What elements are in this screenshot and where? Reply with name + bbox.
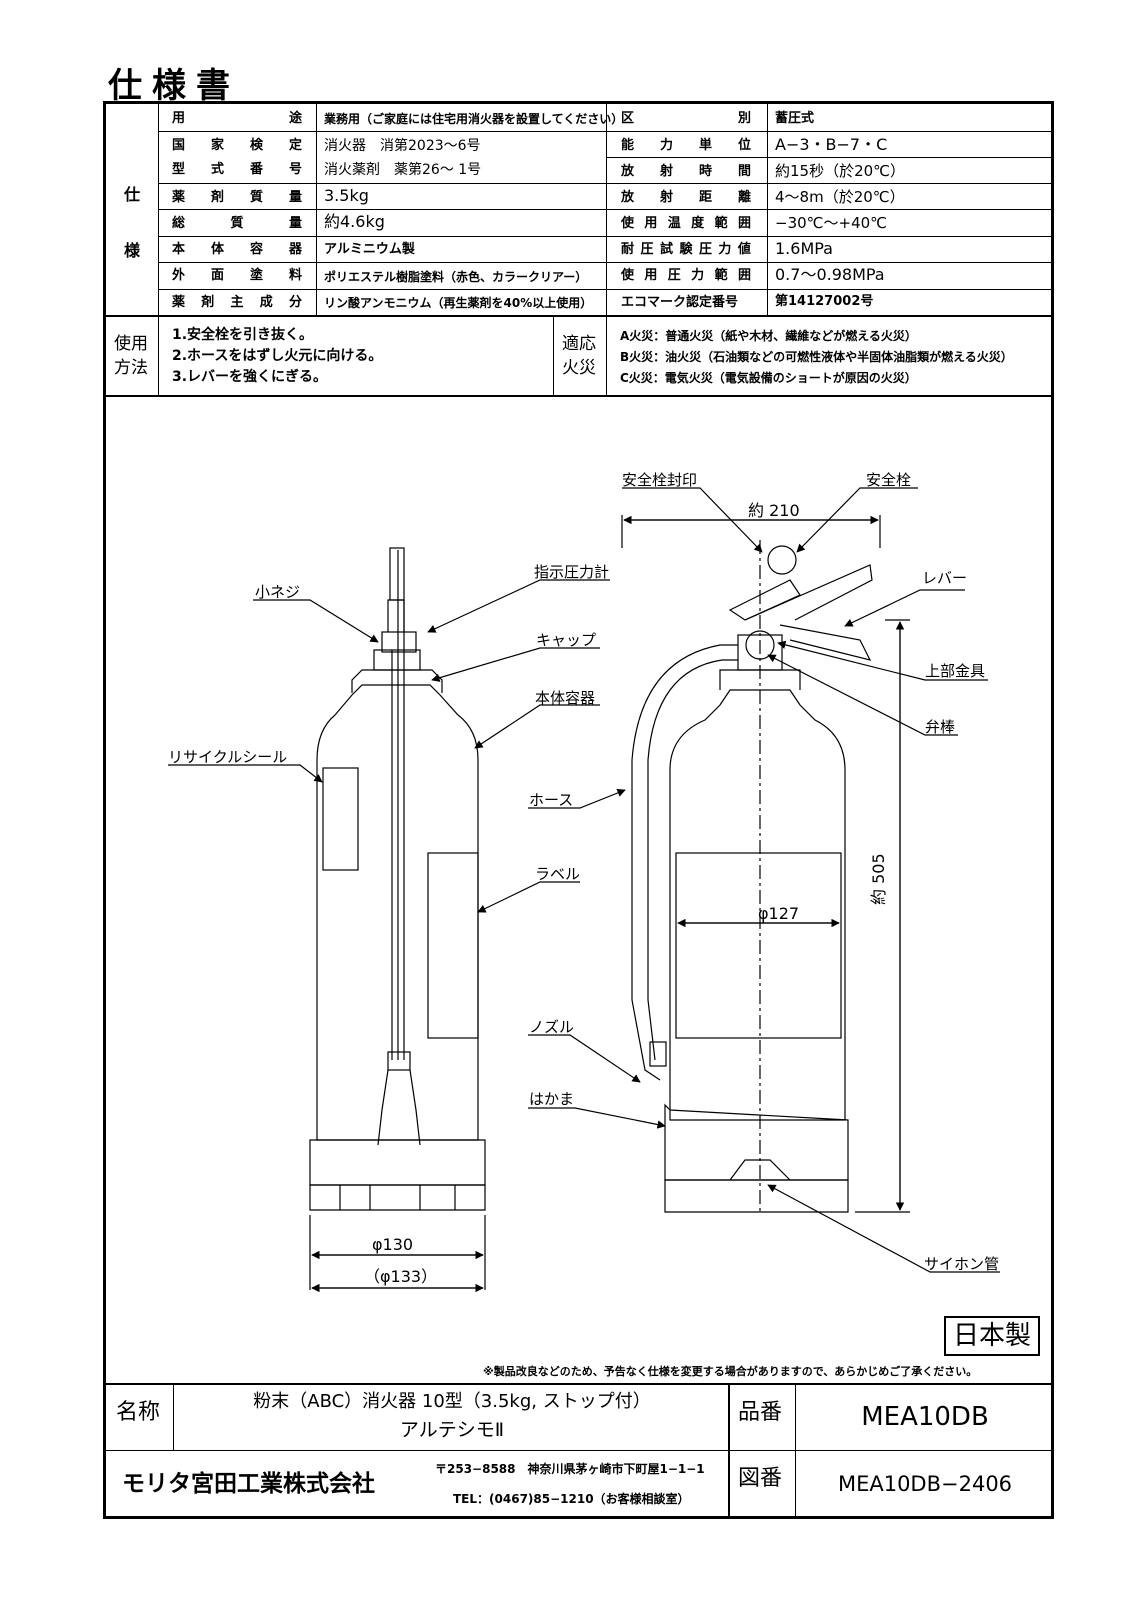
label-lever: レバー — [922, 569, 968, 587]
spec-value-test-pressure: 1.6MPa — [775, 239, 833, 258]
spec-value-temp: −30℃～+40℃ — [775, 214, 888, 232]
spec-value-national: 消火器 消第2023～6号 — [324, 138, 481, 154]
spec-value-capacity: A−3・B−7・C — [775, 135, 888, 154]
footer-name-label: 名称 — [116, 1400, 161, 1425]
dim-body-diameter: φ127 — [758, 904, 800, 923]
spec-value-model: 消火薬剤 薬第26～ 1号 — [324, 162, 482, 178]
footer-drawing-value: MEA10DB−2406 — [837, 1472, 1013, 1496]
fire-label-1: 適応 — [562, 334, 596, 354]
usage-label-2: 方法 — [114, 358, 148, 378]
spec-label-coating: 外面塗料 — [172, 268, 302, 283]
spec-label-agent-mass: 薬剤質量 — [172, 190, 302, 205]
label-body: 本体容器 — [535, 689, 596, 707]
label-indicator: 指示圧力計 — [534, 563, 610, 581]
spec-side-label-2: 様 — [124, 241, 141, 260]
label-cap: キャップ — [536, 631, 597, 649]
spec-label-capacity: 能力単位 — [621, 138, 751, 153]
fire-class-c: C火災：電気火災（電気設備のショートが原因の火災） — [620, 371, 917, 385]
made-in-badge: 日本製 — [944, 1316, 1040, 1356]
fire-label-2: 火災 — [562, 358, 596, 378]
spec-label-ecomark: エコマーク認定番号 — [621, 295, 739, 310]
label-small-screw: 小ネジ — [255, 583, 301, 601]
spec-label-time: 放射時間 — [621, 164, 751, 179]
footer-drawing-label: 図番 — [738, 1466, 783, 1491]
label-upper-fitting: 上部金具 — [925, 662, 986, 680]
footer-product-series: アルテシモⅡ — [399, 1419, 505, 1441]
page-title: 仕様書 — [108, 66, 240, 106]
label-safety-pin: 安全栓 — [866, 471, 912, 489]
label-recycle-seal: リサイクルシール — [168, 748, 288, 766]
footer-company: モリタ宮田工業株式会社 — [122, 1471, 375, 1497]
usage-step-2: 2.ホースをはずし火元に向ける。 — [172, 348, 383, 364]
spec-side-label-1: 仕 — [124, 185, 141, 204]
label-label: ラベル — [535, 865, 581, 883]
spec-label-type: 区別 — [621, 111, 751, 126]
fire-class-a: A火災：普通火災（紙や木材、繊維などが燃える火災） — [620, 329, 917, 343]
usage-step-3: 3.レバーを強くにぎる。 — [172, 369, 328, 385]
extinguisher-back-view — [309, 547, 486, 1293]
dim-base-diameter-paren: （φ133） — [364, 1267, 438, 1286]
footer-part-value: MEA10DB — [861, 1402, 989, 1432]
spec-label-model: 型式番号 — [172, 162, 302, 177]
spec-value-time: 約15秒（於20℃） — [775, 162, 906, 180]
label-hakama: はかま — [529, 1090, 575, 1108]
spec-label-container: 本体容器 — [172, 242, 302, 257]
spec-label-temp: 使用温度範囲 — [621, 216, 751, 231]
spec-label-main-component: 薬剤主成分 — [172, 295, 302, 310]
spec-value-main-component: リン酸アンモニウム（再生薬剤を40%以上使用） — [324, 296, 593, 310]
footer-address: 〒253−8588 神奈川県茅ヶ崎市下町屋1−1−1 — [435, 1462, 705, 1476]
spec-value-type: 蓄圧式 — [775, 111, 815, 126]
notice: ※製品改良などのため、予告なく仕様を変更する場合がありますので、あらかじめご了承… — [483, 1365, 978, 1378]
spec-value-coating: ポリエステル樹脂塗料（赤色、カラークリアー） — [324, 270, 588, 284]
leader-lines — [168, 487, 1000, 1273]
spec-sheet-frame — [103, 101, 1054, 1519]
spec-label-distance: 放射距離 — [621, 190, 751, 205]
label-valve-rod: 弁棒 — [925, 718, 956, 736]
spec-label-national: 国家検定 — [172, 138, 302, 153]
footer-part-label: 品番 — [738, 1400, 783, 1425]
dim-height: 約 505 — [869, 853, 888, 905]
usage-step-1: 1.安全栓を引き抜く。 — [172, 327, 314, 343]
label-nozzle: ノズル — [529, 1018, 575, 1036]
spec-label-test-pressure: 耐圧試験圧力値 — [621, 242, 751, 257]
footer-product-name: 粉末（ABC）消火器 10型（3.5kg, ストップ付） — [253, 1391, 651, 1412]
spec-label-use: 用途 — [172, 111, 302, 126]
spec-value-ecomark: 第14127002号 — [775, 294, 874, 309]
dim-width: 約 210 — [748, 501, 800, 520]
spec-value-agent-mass: 3.5kg — [324, 186, 369, 205]
fire-class-b: B火災：油火災（石油類などの可燃性液体や半固体油脂類が燃える火災） — [620, 350, 1013, 364]
usage-label-1: 使用 — [114, 334, 148, 354]
extinguisher-side-view — [621, 515, 910, 1215]
spec-value-distance: 4～8m（於20℃） — [775, 188, 905, 206]
label-siphon: サイホン管 — [924, 1255, 1000, 1273]
footer-tel: TEL：(0467)85−1210（お客様相談室） — [453, 1492, 690, 1506]
spec-value-total-mass: 約4.6kg — [324, 212, 385, 231]
dim-base-diameter: φ130 — [372, 1235, 414, 1254]
spec-value-container: アルミニウム製 — [324, 242, 415, 257]
label-seal: 安全栓封印 — [622, 471, 698, 489]
spec-value-pressure-range: 0.7～0.98MPa — [775, 265, 885, 284]
label-hose: ホース — [529, 791, 574, 809]
spec-label-pressure-range: 使用圧力範囲 — [621, 268, 751, 283]
spec-label-total-mass: 総質量 — [172, 216, 302, 231]
spec-value-use: 業務用（ご家庭には住宅用消火器を設置してください） — [324, 112, 624, 126]
